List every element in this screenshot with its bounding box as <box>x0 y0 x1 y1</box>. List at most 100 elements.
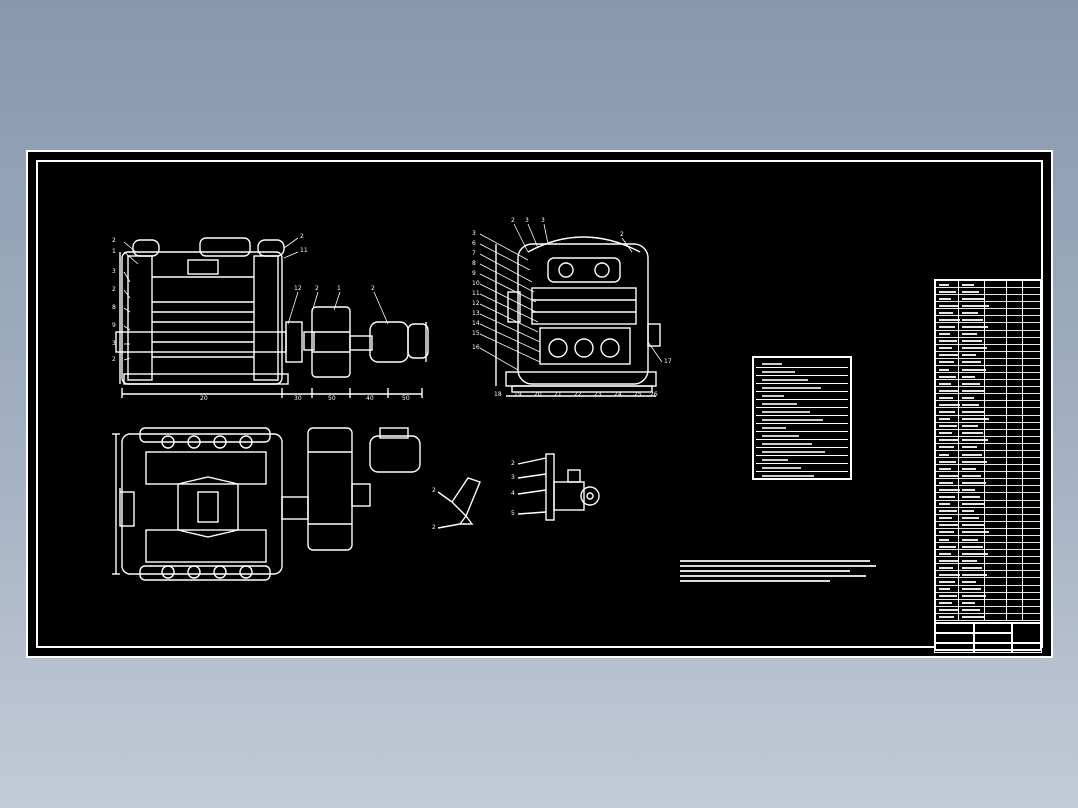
technical-notes <box>680 557 880 585</box>
parts-row-text <box>939 517 952 520</box>
side-callout: 22 <box>574 391 582 398</box>
parts-row-text <box>962 609 980 612</box>
front-callout: 3 <box>112 268 116 275</box>
parts-row-text <box>962 340 982 343</box>
parts-row <box>936 458 1040 466</box>
dimension-text: 40 <box>366 395 374 402</box>
parts-row-text <box>939 304 958 307</box>
side-callout: 19 <box>514 391 522 398</box>
side-view <box>495 236 661 397</box>
parts-row-text <box>962 396 974 399</box>
parts-row <box>936 600 1040 607</box>
note-line <box>680 570 850 572</box>
side-callout: 26 <box>650 391 658 398</box>
parts-row-text <box>962 524 984 527</box>
parts-row-text <box>962 326 988 329</box>
front-leaders <box>123 237 389 361</box>
parts-row-text <box>962 573 987 576</box>
spec-row-text <box>762 371 795 373</box>
side-callout: 3 <box>541 217 545 224</box>
parts-row <box>936 288 1040 296</box>
spec-row <box>756 392 848 400</box>
parts-row-text <box>962 545 983 548</box>
parts-column-divider <box>1022 281 1023 621</box>
parts-row <box>936 586 1040 593</box>
side-callout: 24 <box>614 391 622 398</box>
side-callout: 17 <box>664 358 672 365</box>
parts-row-text <box>962 453 982 456</box>
spec-row <box>756 376 848 384</box>
parts-row-text <box>962 510 974 513</box>
parts-row-text <box>962 389 985 392</box>
parts-row-text <box>939 432 952 435</box>
spec-row-text <box>762 451 825 453</box>
parts-row-text <box>939 347 952 350</box>
parts-row-text <box>939 503 950 506</box>
detail-callout: 2 <box>432 487 436 494</box>
parts-row-text <box>962 581 976 584</box>
parts-row-text <box>939 375 956 378</box>
parts-row <box>936 394 1040 402</box>
parts-row-text <box>962 418 989 421</box>
parts-row <box>936 331 1040 338</box>
spec-row-text <box>762 387 821 389</box>
parts-row-text <box>939 311 953 314</box>
parts-row-text <box>962 439 988 442</box>
front-callout: 2 <box>371 285 375 292</box>
title-block <box>934 622 1042 653</box>
parts-row-text <box>962 375 975 378</box>
parts-row-text <box>939 389 958 392</box>
parts-row <box>936 543 1040 551</box>
spec-row <box>756 384 848 392</box>
parts-row-text <box>939 609 959 612</box>
side-callout: 7 <box>472 250 476 257</box>
parts-row-text <box>939 382 951 385</box>
parts-row-text <box>939 425 957 428</box>
parts-row-text <box>939 588 950 591</box>
front-callout: 9 <box>112 322 116 329</box>
title-block-cell <box>934 633 974 643</box>
spec-row-text <box>762 435 799 437</box>
title-block-cell <box>1012 643 1042 653</box>
side-callout: 12 <box>472 300 480 307</box>
parts-row-text <box>939 474 958 477</box>
parts-row <box>936 451 1040 459</box>
parts-row-text <box>939 318 960 321</box>
front-callout: 11 <box>300 247 308 254</box>
parts-row <box>936 536 1040 544</box>
parts-row-text <box>962 297 984 300</box>
side-callout: 16 <box>472 344 480 351</box>
parts-row-text <box>962 602 975 605</box>
parts-row-text <box>962 559 977 562</box>
parts-row-text <box>939 524 959 527</box>
parts-row-text <box>939 418 950 421</box>
dimension-text: 20 <box>200 395 208 402</box>
parts-row-text <box>962 411 984 414</box>
parts-row <box>936 465 1040 473</box>
spec-row <box>756 432 848 440</box>
parts-row-text <box>939 333 950 336</box>
parts-row-text <box>939 481 953 484</box>
spec-row-text <box>762 459 788 461</box>
spec-row <box>756 440 848 448</box>
parts-row-text <box>962 304 989 307</box>
front-callout: 12 <box>294 285 302 292</box>
title-block-cell <box>1012 623 1042 643</box>
side-callout: 2 <box>511 217 515 224</box>
parts-row-text <box>962 283 974 286</box>
front-callout: 3 <box>112 340 116 347</box>
parts-row <box>936 380 1040 388</box>
spec-row <box>756 416 848 424</box>
parts-row-text <box>962 290 979 293</box>
parts-row <box>936 614 1040 621</box>
parts-row <box>936 557 1040 565</box>
note-line <box>680 565 876 567</box>
title-block-cell <box>974 623 1012 633</box>
parts-row-text <box>962 595 986 598</box>
parts-row-text <box>939 559 958 562</box>
spec-row-text <box>762 379 808 381</box>
parts-row-text <box>962 403 979 406</box>
parts-row-text <box>939 326 955 329</box>
side-callout: 20 <box>534 391 542 398</box>
title-block-cell <box>934 623 974 633</box>
